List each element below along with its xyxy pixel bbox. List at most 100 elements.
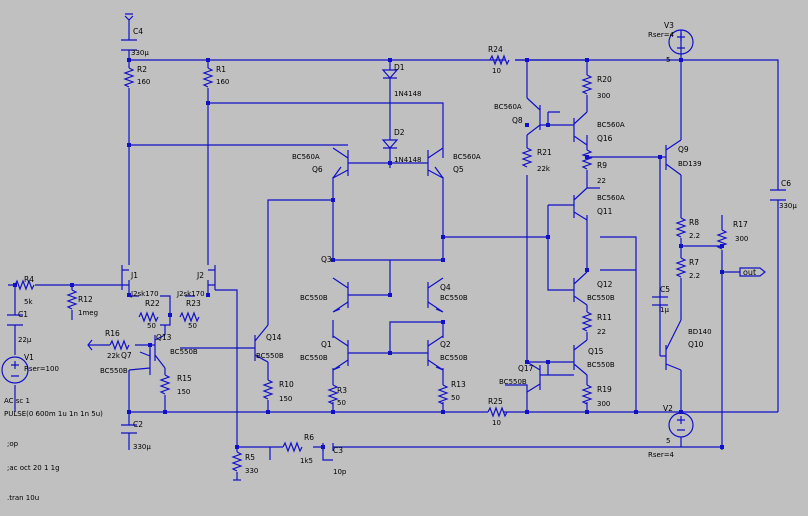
R21-value: 22k (537, 165, 551, 173)
Q14-value: BC550B (256, 352, 284, 360)
c4-ground-arrow (124, 13, 134, 21)
R4-value: 5k (24, 298, 33, 306)
R11-value: 22 (597, 328, 606, 336)
Q17-value: BC550B (499, 378, 527, 386)
Q7-value: BC550B (100, 367, 128, 375)
R1-symbol (202, 67, 214, 88)
Q8-symbol (526, 97, 541, 136)
out-label: out (743, 268, 756, 277)
Q6-value: BC560A (292, 153, 320, 161)
V1-value: Rser=100 (24, 365, 59, 373)
R2-value: 160 (137, 78, 150, 86)
C4-ref: C4 (133, 27, 143, 36)
Q2-ref: Q2 (440, 340, 451, 349)
R9-value: 22 (597, 177, 606, 185)
Q9-symbol (665, 139, 682, 176)
C1-symbol (7, 314, 23, 326)
Q17-ref: Q17 (518, 364, 534, 373)
out-port (739, 267, 766, 277)
R10-ref: R10 (279, 380, 294, 389)
R16-value: 22k (107, 352, 121, 360)
junctions (13, 58, 724, 449)
R23-ref: R23 (186, 299, 201, 308)
R8-symbol (675, 217, 687, 238)
Q15-ref: Q15 (588, 347, 604, 356)
C2-value: 330µ (133, 443, 151, 451)
R25-value: 10 (492, 419, 501, 427)
R22-symbol (138, 311, 159, 323)
R15-ref: R15 (177, 374, 192, 383)
v1-ac-directive: AC sc 1 (4, 397, 30, 405)
R15-symbol (159, 374, 171, 395)
Q13-ref: Q13 (156, 333, 172, 342)
Q7-symbol (128, 350, 151, 375)
diodes (381, 69, 399, 149)
V3-ref: V3 (664, 21, 674, 30)
R23-symbol (179, 311, 200, 323)
R8-value: 2.2 (689, 232, 700, 240)
R3-ref: R3 (337, 386, 347, 395)
C5-symbol (652, 290, 668, 312)
R12-value: 1meg (78, 309, 98, 317)
R25-symbol (487, 406, 508, 418)
transistors (107, 97, 682, 393)
Q15-value: BC550B (587, 361, 615, 369)
C4-symbol (121, 39, 137, 51)
grounds (87, 339, 241, 481)
J2-symbol (208, 265, 223, 291)
R12-ref: R12 (78, 295, 93, 304)
Q3-ref: Q3 (321, 255, 332, 264)
R20-ref: R20 (597, 75, 612, 84)
sources (1, 29, 694, 447)
D2-symbol (381, 139, 399, 149)
Q5-symbol (427, 147, 444, 179)
Q16-ref: Q16 (597, 134, 613, 143)
Q2-symbol (427, 335, 444, 371)
R10-symbol (262, 379, 274, 400)
R5-ref: R5 (245, 453, 255, 462)
C3-value: 10p (333, 468, 347, 476)
R6-symbol (282, 441, 303, 453)
C5-ref: C5 (660, 285, 670, 294)
R10-value: 150 (279, 395, 292, 403)
C2-symbol (121, 424, 137, 434)
Q5-value: BC560A (453, 153, 481, 161)
R7-symbol (675, 257, 687, 278)
R2-symbol (123, 67, 135, 88)
spice-directives: AC sc 1 PULSE(0 600m 1u 1n 1n 5u) ;op ;a… (4, 397, 103, 502)
R7-value: 2.2 (689, 272, 700, 280)
V2-dc: 5 (666, 437, 670, 445)
R24-value: 10 (492, 67, 501, 75)
Q3-value: BC550B (300, 294, 328, 302)
Q11-ref: Q11 (597, 207, 613, 216)
ac-directive: ;ac oct 20 1 1g (7, 464, 60, 472)
Q9-value: BD139 (678, 160, 702, 168)
Q10-value: BD140 (688, 328, 712, 336)
op-directive: ;op (7, 440, 19, 448)
V1-ref: V1 (24, 353, 34, 362)
Q16-symbol (573, 111, 588, 146)
Q14-ref: Q14 (266, 333, 282, 342)
R19-value: 300 (597, 400, 610, 408)
R9-ref: R9 (597, 161, 607, 170)
J1-ref: J1 (130, 271, 138, 280)
resistors (14, 54, 728, 472)
R4-ref: R4 (24, 275, 34, 284)
pulse-directive: PULSE(0 600m 1u 1n 1n 5u) (4, 410, 103, 418)
Q3-symbol (332, 277, 349, 313)
Q11-symbol (573, 187, 588, 221)
Q15-symbol (573, 339, 588, 376)
R17-symbol (716, 229, 728, 250)
labels: C4 330µ R2 160 R1 160 D1 1N4148 D2 1N414… (18, 21, 797, 476)
V1-symbol (1, 356, 29, 384)
Q10-symbol (665, 319, 682, 371)
V2-ref: V2 (663, 404, 673, 413)
V2-value: Rser=4 (648, 451, 675, 459)
R22-value: 50 (147, 322, 156, 330)
Q1-symbol (332, 335, 349, 371)
J2-ref: J2 (196, 271, 204, 280)
R24-symbol (489, 54, 510, 66)
Q1-ref: Q1 (321, 340, 332, 349)
Q7-ref: Q7 (121, 351, 132, 360)
Q9-ref: Q9 (678, 145, 689, 154)
